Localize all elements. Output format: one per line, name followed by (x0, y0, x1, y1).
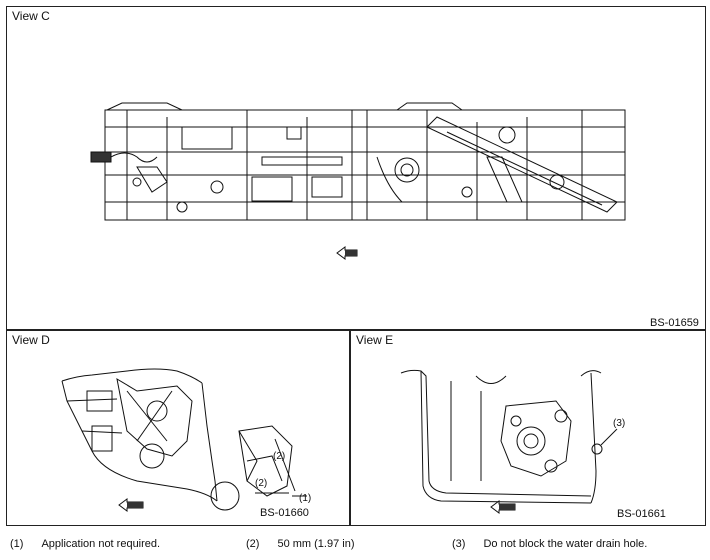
front-arrow-view-e (490, 500, 516, 514)
note-3-number: (3) (452, 538, 466, 550)
view-c-panel: View C (6, 6, 706, 330)
view-e-code: BS-01661 (617, 508, 666, 520)
view-d-code: BS-01660 (260, 507, 309, 519)
callout-2-lower: (2) (255, 478, 268, 489)
notes-legend: (1) Application not required. (2) 50 mm (1… (0, 538, 710, 556)
note-2: (2) 50 mm (1.97 in) (246, 538, 354, 550)
note-2-text: 50 mm (1.97 in) (277, 538, 355, 550)
callout-1: (1) (299, 493, 312, 504)
callout-2-upper: (2) (273, 451, 286, 462)
front-arrow-view-d (118, 498, 144, 512)
note-3: (3) Do not block the water drain hole. (452, 538, 647, 550)
view-e-panel: View E (3) BS-01661 (350, 330, 706, 526)
view-c-drawing (90, 102, 626, 221)
note-1: (1) Application not required. (10, 538, 160, 550)
callout-3: (3) (613, 418, 626, 429)
note-1-text: Application not required. (41, 538, 161, 550)
note-3-text: Do not block the water drain hole. (483, 538, 648, 550)
view-d-drawing (61, 368, 307, 511)
view-d-title: View D (12, 333, 50, 347)
view-c-title: View C (12, 9, 50, 23)
view-e-title: View E (356, 333, 394, 347)
note-1-number: (1) (10, 538, 24, 550)
note-2-number: (2) (246, 538, 260, 550)
front-arrow-view-c (336, 246, 358, 260)
view-c-code: BS-01659 (650, 317, 699, 329)
view-e-drawing (400, 369, 618, 504)
view-d-panel: View D (2) (6, 330, 350, 526)
